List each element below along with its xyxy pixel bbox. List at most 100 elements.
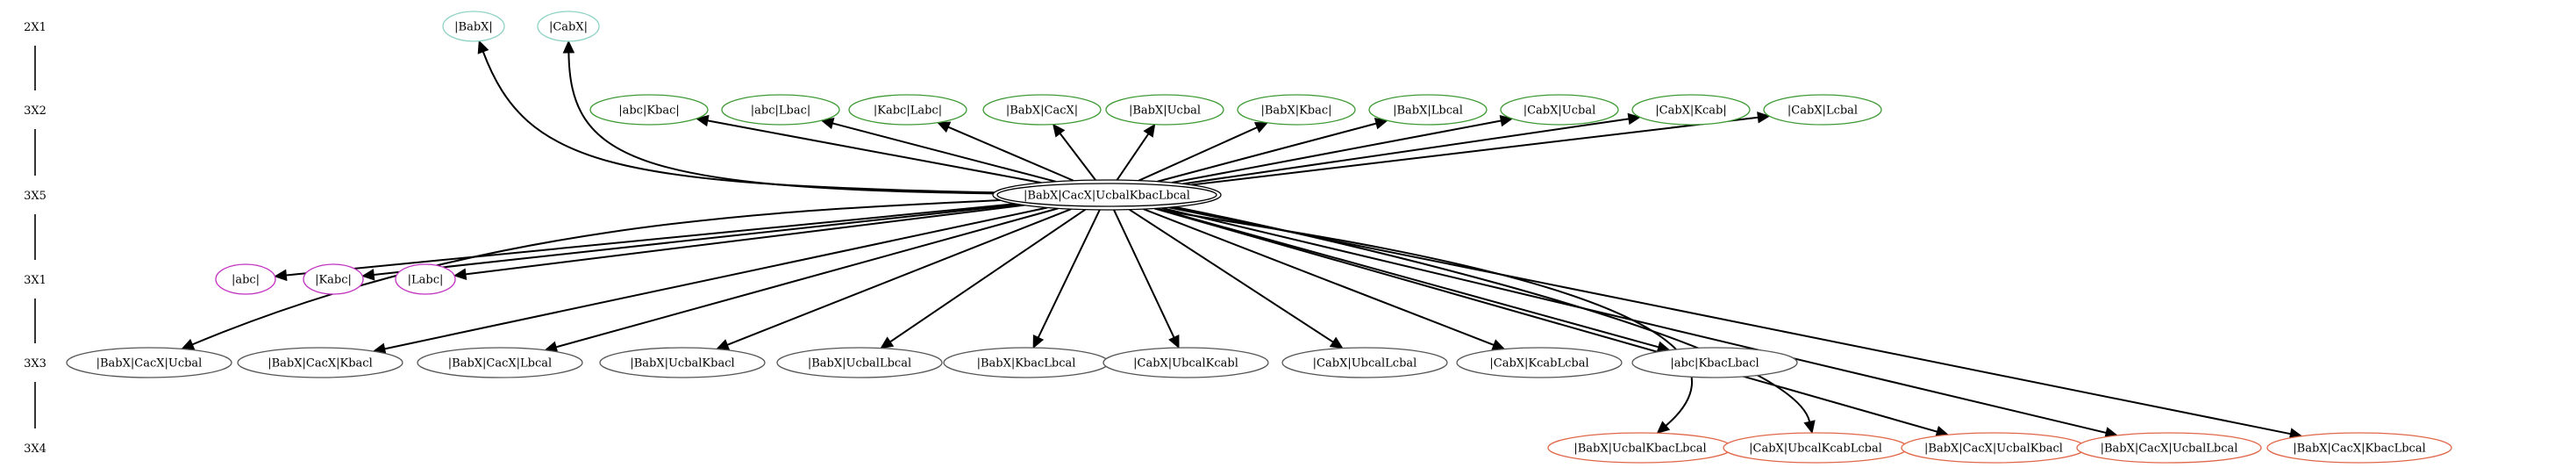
- edge-line: [1161, 206, 2107, 434]
- graph-node: |BabX|CacX|UcbalKbacl: [1901, 432, 2087, 464]
- node-shape: [992, 179, 1222, 211]
- graph-node: |BabX|UcbalKbacLbcal: [1547, 432, 1733, 464]
- edge-line: [286, 203, 1016, 277]
- node-shape: [721, 94, 840, 126]
- edge-line: [482, 51, 995, 194]
- edge-line: [1138, 126, 1258, 182]
- node-label: |abc|Kbac|: [618, 104, 680, 118]
- graph-node: |abc|: [215, 263, 276, 295]
- edge-line: [1155, 207, 1659, 349]
- edge-arrowhead: [181, 338, 196, 350]
- edge-arrowhead: [1374, 118, 1388, 130]
- edge-line: [567, 52, 994, 195]
- edge-arrowhead: [1032, 334, 1045, 349]
- node-shape: [1105, 94, 1224, 126]
- edge-arrowhead: [1053, 123, 1066, 138]
- graph-node: |BabX|KbacLbcal: [943, 347, 1110, 378]
- edge-arrowhead: [361, 269, 375, 281]
- edge-line: [1191, 116, 1759, 186]
- edge-line: [889, 208, 1086, 343]
- node-shape: [1763, 94, 1882, 126]
- graph-node: |BabX|UcbalLbcal: [776, 347, 943, 378]
- edge-arrowhead: [716, 339, 731, 350]
- graph-node: |BabX|CacX|UcbalLbcal: [2076, 432, 2262, 464]
- rank-label: 2X1: [24, 21, 46, 34]
- graph-node: |BabX|CacX|UcbalKbacLbcal: [992, 179, 1222, 211]
- edge-line: [1174, 205, 1811, 422]
- edge-line: [465, 204, 1024, 276]
- edge-line: [1143, 208, 1495, 346]
- rank-label: 3X1: [24, 274, 46, 287]
- node-label: |Kabc|: [315, 274, 352, 287]
- graph-node: |BabX|Lbcal: [1368, 94, 1488, 126]
- node-shape: [589, 94, 709, 126]
- node-shape: [848, 94, 967, 126]
- edge-arrowhead: [1491, 339, 1506, 351]
- graph-node: |Labc|: [395, 263, 456, 295]
- node-shape: [215, 263, 276, 295]
- node-label: |BabX|KbacLbcal: [977, 357, 1076, 371]
- graph-node: |CabX|KcabLcbal: [1456, 347, 1623, 378]
- node-shape: [1237, 94, 1356, 126]
- edge-layer: [181, 40, 2303, 440]
- edge-arrowhead: [1656, 421, 1671, 435]
- graph-node: |BabX|CacX|: [982, 94, 1102, 126]
- node-label: |abc|KbacLbacl: [1670, 357, 1759, 371]
- edge-arrowhead: [1143, 123, 1156, 138]
- edge-line: [1172, 119, 1502, 184]
- node-label: |CabX|: [549, 21, 588, 34]
- edge-arrowhead: [820, 118, 835, 130]
- edge-arrowhead: [1757, 112, 1771, 124]
- node-label: |BabX|: [454, 21, 493, 34]
- node-label: |CabX|Kcab|: [1655, 104, 1726, 118]
- node-label: |CabX|Ucbal: [1523, 104, 1596, 118]
- node-shape: [1368, 94, 1488, 126]
- node-shape: [599, 347, 766, 378]
- node-label: |BabX|Ucbal: [1129, 104, 1201, 118]
- edge-arrowhead: [1627, 112, 1642, 126]
- node-label: |BabX|UcbalKbacl: [630, 357, 734, 371]
- node-label: |BabX|Kbac|: [1260, 104, 1331, 118]
- edge-arrowhead: [1803, 420, 1816, 435]
- rank-label: 3X4: [24, 443, 46, 456]
- edge-line: [191, 199, 1001, 346]
- node-shape: [776, 347, 943, 378]
- edge-line: [1113, 209, 1175, 338]
- node-label: |CabX|KcabLcbal: [1489, 357, 1588, 371]
- node-label: |BabX|CacX|Ucbal: [96, 357, 203, 371]
- graph-node: |CabX|Kcab|: [1631, 94, 1751, 126]
- edge-line: [832, 122, 1056, 183]
- edge-line: [1168, 206, 2291, 435]
- graph-node: |BabX|CacX|Lbcal: [417, 347, 583, 378]
- graph-node: |abc|Kbac|: [589, 94, 709, 126]
- node-label: |CabX|Lcbal: [1788, 104, 1858, 118]
- node-shape: [1500, 94, 1619, 126]
- edge-arrowhead: [274, 269, 288, 282]
- node-shape-inner: [996, 183, 1217, 207]
- graph-node: |CabX|UbcalLcbal: [1281, 347, 1448, 378]
- edge-line: [1157, 122, 1377, 183]
- edge-line: [1129, 208, 1334, 343]
- graph-node: |BabX|CacX|Kbacl: [237, 347, 403, 378]
- edge-line: [1182, 118, 1630, 185]
- node-label: |BabX|UcbalKbacLbcal: [1573, 443, 1706, 456]
- node-label: |BabX|Lbcal: [1393, 104, 1463, 118]
- node-shape: [237, 347, 403, 378]
- node-shape: [1631, 94, 1751, 126]
- node-label: |BabX|UcbalLbcal: [808, 357, 911, 371]
- node-shape: [2266, 432, 2452, 464]
- graph-node: |CabX|UbcalKcabl: [1102, 347, 1269, 378]
- node-shape: [395, 263, 456, 295]
- graph-node: |BabX|Ucbal: [1105, 94, 1224, 126]
- node-label: |BabX|CacX|: [1006, 104, 1078, 118]
- edge-line: [555, 207, 1059, 349]
- edge-arrowhead: [937, 121, 952, 133]
- edge-line: [947, 126, 1074, 182]
- graph-node: |CabX|Ucbal: [1500, 94, 1619, 126]
- node-shape: [1456, 347, 1623, 378]
- edge-line: [374, 203, 1020, 276]
- node-label: |CabX|UbcalKcabLcbal: [1749, 443, 1882, 456]
- graph-node: |BabX|: [442, 11, 505, 42]
- node-label: |CabX|UbcalKcabl: [1133, 357, 1238, 371]
- edge-line: [726, 208, 1072, 346]
